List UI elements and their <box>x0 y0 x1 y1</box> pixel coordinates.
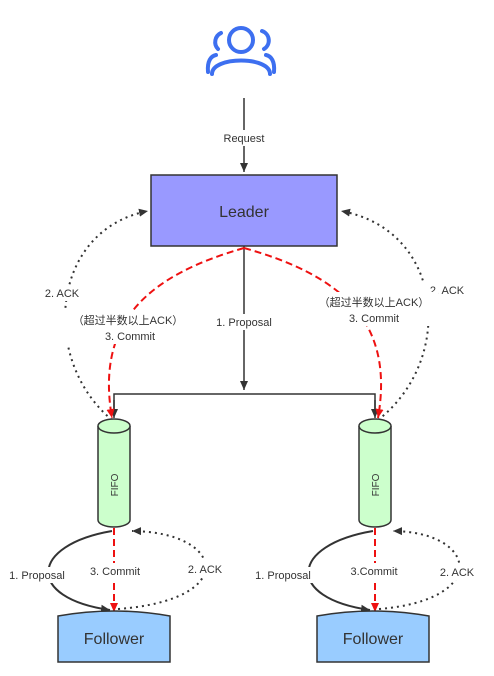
left-commit-note: （超过半数以上ACK） <box>73 313 184 327</box>
left-ack-bg <box>36 285 86 301</box>
left-commit-bg <box>64 310 192 344</box>
left-follower-box <box>57 610 171 663</box>
left-follower-commit-label: 3. Commit <box>90 566 140 578</box>
left-follower-ack-label: 2. ACK <box>188 564 223 576</box>
users-icon <box>205 26 277 76</box>
right-follower-box <box>316 610 430 663</box>
right-commit-note: （超过半数以上ACK） <box>319 295 430 309</box>
right-follower-ack-bg <box>432 564 482 580</box>
right-ack-arc <box>340 208 430 421</box>
right-fifo-label: FIFO <box>371 473 382 496</box>
right-follower-proposal-bg <box>250 567 316 583</box>
left-follower-commit-bg <box>83 563 147 579</box>
leader-label: Leader <box>219 204 269 221</box>
right-follower-commit-label: 3.Commit <box>350 566 397 578</box>
right-ack-label: 2. ACK <box>430 285 465 297</box>
right-commit-label: 3. Commit <box>349 313 399 325</box>
left-commit-label: 3. Commit <box>105 331 155 343</box>
left-commit-arc <box>106 247 245 419</box>
right-commit-bg <box>310 292 438 326</box>
left-ack-label: 2. ACK <box>45 288 80 300</box>
leader-box <box>150 174 338 247</box>
left-follower-label: Follower <box>84 631 145 648</box>
left-follower-proposal-label: 1. Proposal <box>9 570 65 582</box>
proposal-main-label: 1. Proposal <box>216 317 272 329</box>
right-follower-ack-label: 2. ACK <box>440 567 475 579</box>
right-follower-commit-bg <box>344 563 404 579</box>
proposal-label-bg <box>208 314 280 330</box>
left-fifo-label: FIFO <box>110 473 121 496</box>
right-fifo-queue: FIFO <box>358 418 392 528</box>
distribution-bar <box>113 393 376 415</box>
request-label: Request <box>224 133 265 145</box>
right-follower-label: Follower <box>343 631 404 648</box>
right-commit-arc <box>243 247 384 419</box>
request-label-bg <box>218 130 270 146</box>
left-follower-proposal-bg <box>4 567 70 583</box>
right-follower-proposal-label: 1. Proposal <box>255 570 311 582</box>
left-follower-ack-bg <box>180 561 230 577</box>
left-fifo-queue: FIFO <box>97 418 131 528</box>
